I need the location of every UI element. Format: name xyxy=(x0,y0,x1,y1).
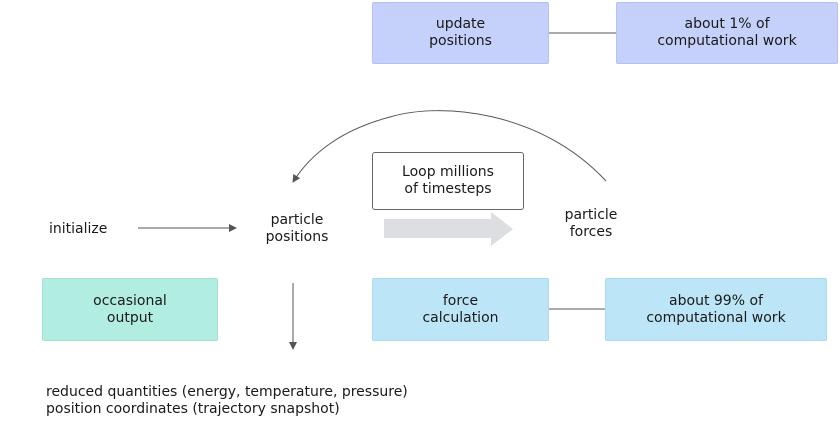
force-calculation-box: force calculation xyxy=(372,278,549,341)
initialize-label: initialize xyxy=(49,221,108,237)
update-positions-box: update positions xyxy=(372,2,549,64)
occasional-output-label: occasional output xyxy=(93,292,167,326)
loop-box: Loop millions of timesteps xyxy=(372,152,524,210)
output-line-2: position coordinates (trajectory snapsho… xyxy=(46,401,340,417)
update-cost-label: about 1% of computational work xyxy=(657,16,797,49)
particle-positions-label: particle positions xyxy=(265,212,329,245)
thick-arrow xyxy=(384,212,513,246)
force-calculation-label: force calculation xyxy=(422,292,499,326)
update-cost-box: about 1% of computational work xyxy=(616,2,838,64)
force-cost-label: about 99% of computational work xyxy=(646,292,786,326)
particle-forces-label: particle forces xyxy=(564,207,618,240)
arrow-loop-curve xyxy=(292,110,607,183)
force-cost-box: about 99% of computational work xyxy=(605,278,827,341)
occasional-output-box: occasional output xyxy=(42,278,218,341)
update-positions-label: update positions xyxy=(429,16,492,49)
output-line-1: reduced quantities (energy, temperature,… xyxy=(46,384,408,400)
loop-label: Loop millions of timesteps xyxy=(402,164,494,197)
